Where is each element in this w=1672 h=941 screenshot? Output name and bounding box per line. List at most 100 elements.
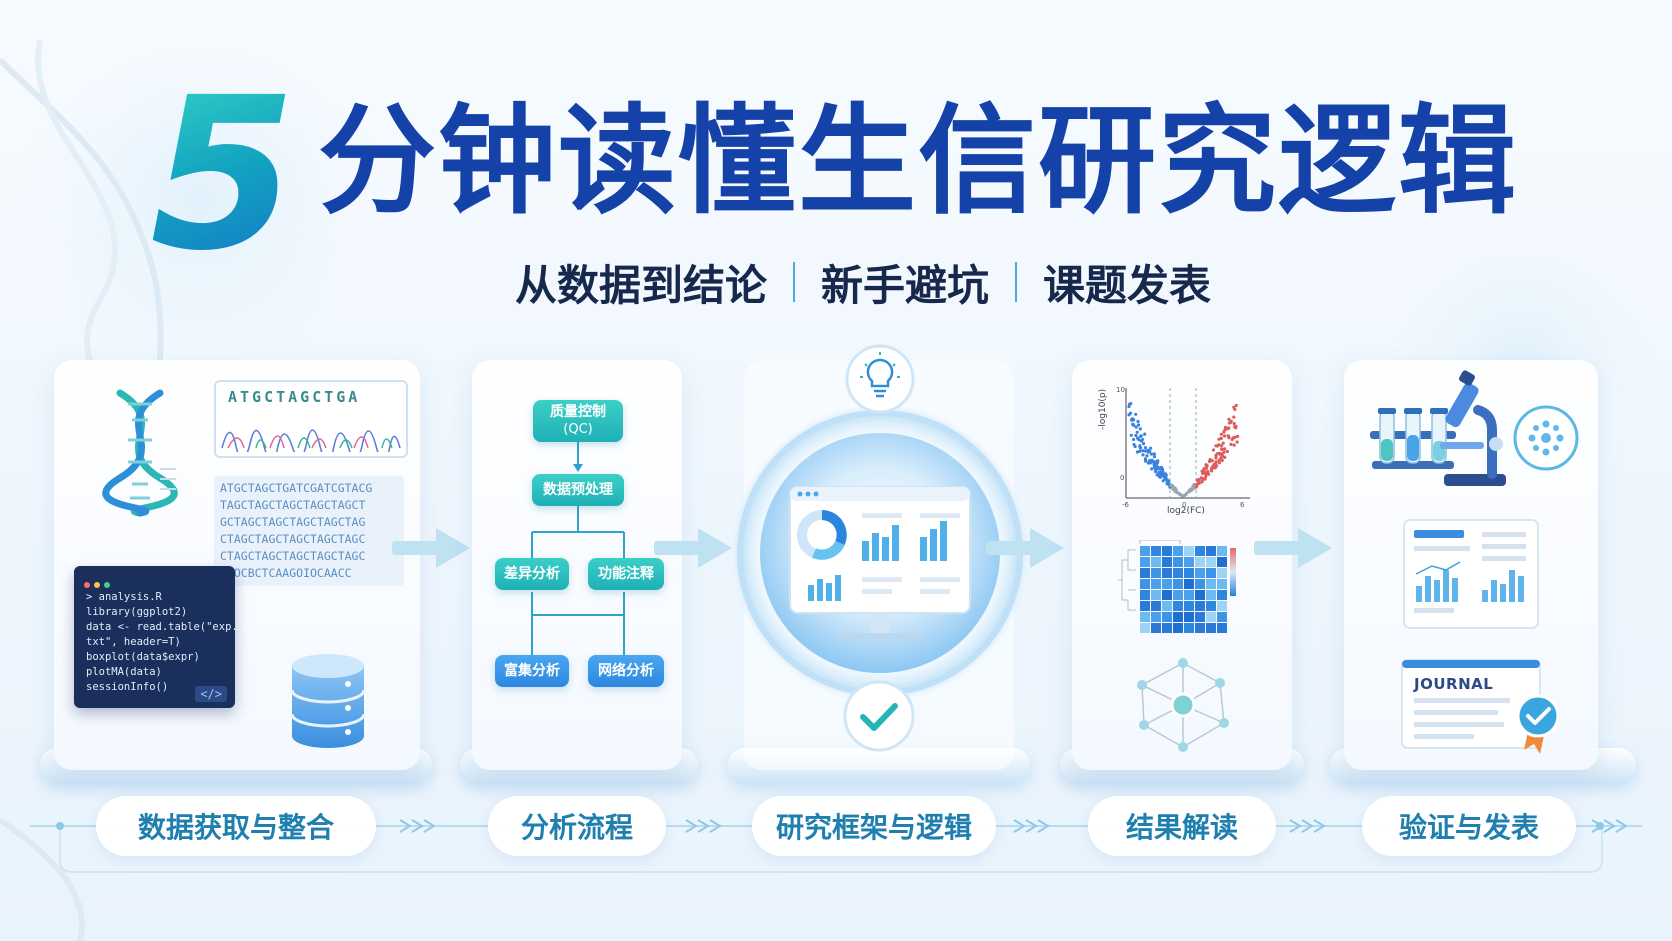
- heatmap-cell: [1162, 623, 1172, 633]
- heatmap-cell: [1173, 557, 1183, 567]
- volcano-point: [1133, 444, 1137, 449]
- volcano-point: [1225, 449, 1229, 454]
- heatmap-cell: [1162, 568, 1172, 578]
- heatmap-cell: [1195, 612, 1205, 622]
- subtitle-separator: [793, 262, 796, 302]
- volcano-point: [1219, 432, 1223, 436]
- code-line: data <- read.table("exp.: [86, 621, 238, 633]
- volcano-point: [1227, 417, 1231, 421]
- volcano-point: [1233, 435, 1237, 439]
- volcano-point: [1229, 442, 1233, 446]
- heatmap-cell: [1195, 590, 1205, 600]
- step-label-3: 研究框架与逻辑: [752, 796, 996, 856]
- volcano-point: [1217, 437, 1221, 441]
- svg-text:-6: -6: [1122, 501, 1130, 508]
- volcano-point: [1208, 458, 1212, 462]
- sequence-line: GCTAGCTAGCTAGCTAGCTAG: [220, 515, 366, 529]
- heatmap-cell: [1173, 546, 1183, 556]
- volcano-point: [1195, 484, 1199, 488]
- volcano-point: [1200, 479, 1204, 484]
- volcano-point: [1232, 421, 1236, 426]
- code-tag: </>: [195, 686, 227, 702]
- heatmap-cell: [1217, 612, 1227, 622]
- heatmap-cell: [1173, 579, 1183, 589]
- heatmap-cell: [1184, 601, 1194, 611]
- volcano-point: [1212, 466, 1216, 470]
- heatmap-cell: [1151, 612, 1161, 622]
- volcano-point: [1149, 452, 1154, 456]
- heatmap-cell: [1173, 623, 1183, 633]
- volcano-point: [1139, 439, 1143, 443]
- volcano-point: [1219, 444, 1224, 448]
- volcano-point: [1129, 433, 1133, 437]
- volcano-point: [1181, 494, 1185, 498]
- volcano-point: [1141, 453, 1145, 457]
- heatmap-icon: [1118, 540, 1236, 633]
- svg-text:0: 0: [1120, 474, 1124, 482]
- heatmap-cell: [1151, 601, 1161, 611]
- volcano-point: [1236, 434, 1240, 438]
- volcano-point: [1132, 418, 1136, 422]
- heatmap-cell: [1184, 579, 1194, 589]
- chromatogram-box: ATGCTAGCTGA: [214, 380, 408, 458]
- volcano-point: [1195, 478, 1199, 482]
- volcano-point: [1197, 481, 1201, 485]
- heatmap-cell: [1162, 579, 1172, 589]
- step-connectors: [399, 819, 1628, 833]
- code-lines: > analysis.R library(ggplot2) data <- re…: [86, 590, 238, 695]
- heatmap-cell: [1195, 546, 1205, 556]
- flow-node-qc: 质量控制 (QC): [533, 400, 623, 442]
- window-dots: [84, 573, 114, 592]
- volcano-point: [1154, 462, 1158, 466]
- volcano-point: [1166, 481, 1170, 485]
- volcano-point: [1223, 455, 1227, 459]
- volcano-point: [1219, 456, 1223, 460]
- volcano-point: [1148, 461, 1152, 465]
- volcano-point: [1136, 423, 1141, 427]
- heatmap-cell: [1151, 579, 1161, 589]
- volcano-point: [1232, 405, 1236, 409]
- heatmap-cell: [1195, 601, 1205, 611]
- volcano-point: [1191, 485, 1195, 489]
- volcano-point: [1163, 477, 1167, 481]
- heatmap-cell: [1206, 601, 1216, 611]
- subtitle-separator: [1015, 262, 1018, 302]
- volcano-point: [1144, 459, 1148, 463]
- heatmap-cell: [1206, 579, 1216, 589]
- report-chart-icon: [1403, 519, 1539, 629]
- framework-illustration: [730, 403, 1030, 703]
- subtitle-part-1: 从数据到结论: [515, 260, 768, 310]
- volcano-point: [1143, 446, 1148, 450]
- journal-label: JOURNAL: [1414, 675, 1494, 693]
- heatmap-cell: [1184, 568, 1194, 578]
- heatmap-cell: [1184, 590, 1194, 600]
- cell-icon: [1513, 405, 1579, 471]
- volcano-point: [1160, 467, 1165, 471]
- decor-dashes: [160, 468, 176, 490]
- volcano-point: [1232, 443, 1236, 447]
- heatmap-cell: [1140, 590, 1150, 600]
- volcano-point: [1156, 467, 1160, 471]
- volcano-point: [1227, 421, 1231, 425]
- sequence-line: CTAGCTAGCTAGCTAGCTAGC: [220, 532, 366, 546]
- volcano-point: [1223, 434, 1227, 438]
- heatmap-cell: [1173, 590, 1183, 600]
- heatmap-cell: [1206, 612, 1216, 622]
- page-title: 分钟读懂生信研究逻辑: [318, 92, 1519, 230]
- heatmap-cell: [1151, 568, 1161, 578]
- heatmap-cell: [1206, 623, 1216, 633]
- heatmap-cell: [1140, 612, 1150, 622]
- chromatogram-icon: [221, 429, 401, 452]
- volcano-point: [1149, 446, 1153, 450]
- heatmap-cell: [1206, 590, 1216, 600]
- sequence-line: ATGCTAGCTGATCGATCGTACG: [220, 481, 373, 495]
- volcano-point: [1222, 450, 1226, 454]
- heatmap-cell: [1184, 546, 1194, 556]
- flow-node-preprocess: 数据预处理: [532, 474, 624, 506]
- code-line: sessionInfo(): [86, 681, 169, 693]
- volcano-point: [1201, 471, 1205, 476]
- volcano-point: [1215, 444, 1220, 448]
- volcano-point: [1138, 446, 1143, 450]
- volcano-point: [1223, 447, 1227, 451]
- heatmap-cell: [1195, 623, 1205, 633]
